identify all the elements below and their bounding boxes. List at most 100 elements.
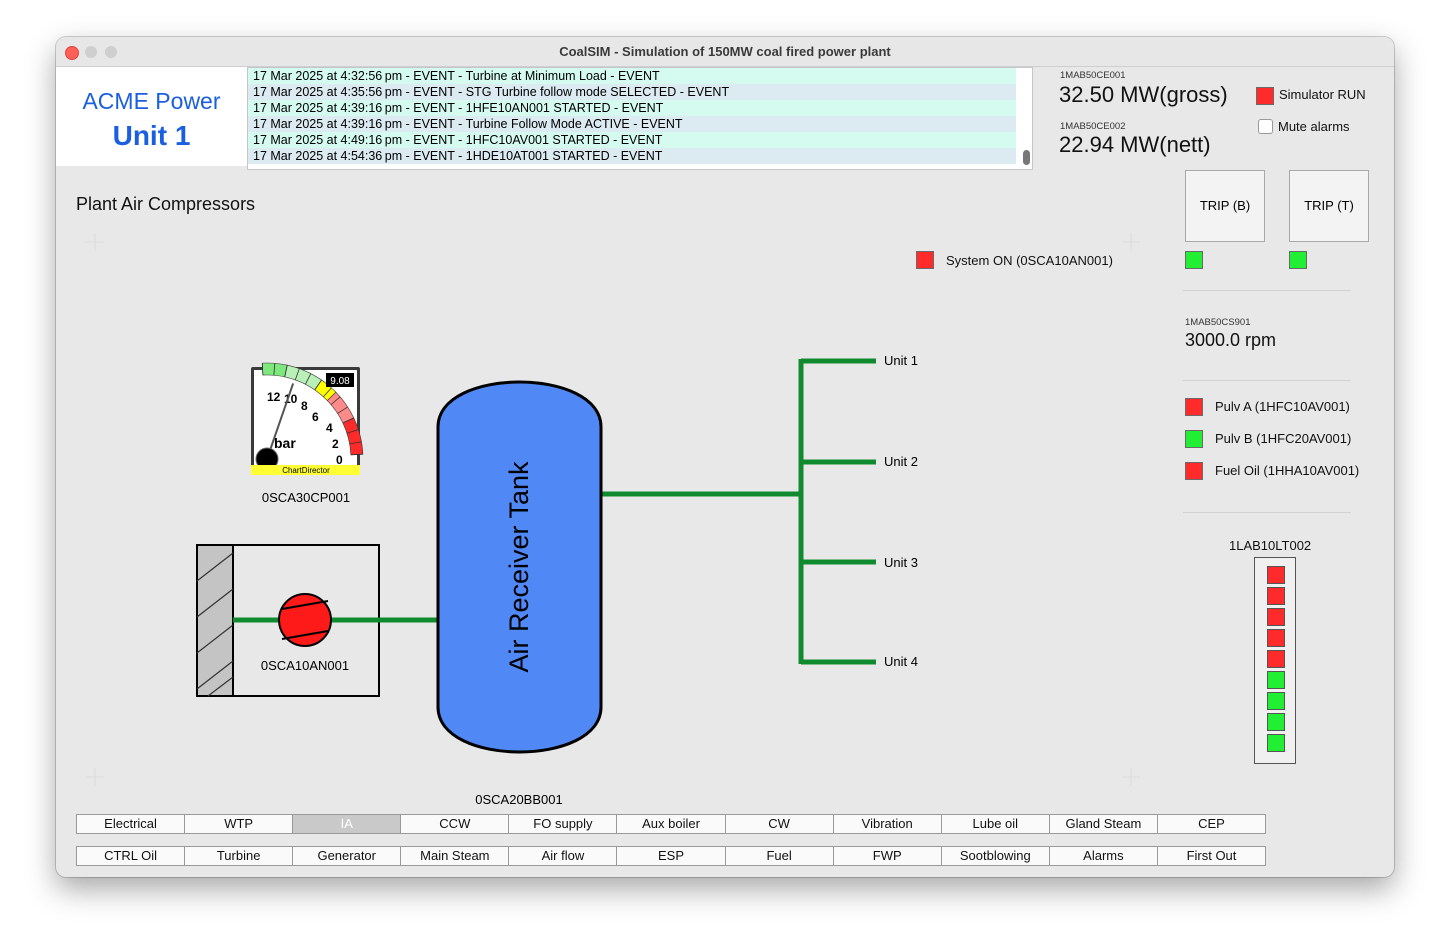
nav-cep-button[interactable]: CEP [1156, 814, 1267, 834]
close-window-button[interactable] [65, 46, 79, 60]
nav-fuel-button[interactable]: Fuel [724, 846, 834, 866]
pressure-gauge: 9.08 12 10 8 6 4 2 0 bar ChartDirector [251, 362, 364, 475]
compressor-motor-icon[interactable] [278, 593, 332, 647]
process-diagram: 0SCA10AN001 Air Receiver Tank 0SCA20BB00… [86, 233, 1140, 807]
gauge-watermark: ChartDirector [282, 466, 330, 475]
nav-air-flow-button[interactable]: Air flow [508, 846, 618, 866]
gauge-tick [261, 363, 264, 376]
fuel-oil-indicator[interactable] [1185, 462, 1203, 480]
unit-3-label: Unit 3 [884, 555, 918, 570]
gauge-tag: 0SCA30CP001 [262, 490, 350, 505]
nav-fwp-button[interactable]: FWP [832, 846, 942, 866]
trip-b-status-indicator [1185, 251, 1203, 269]
level-cell [1267, 566, 1285, 584]
nav-turbine-button[interactable]: Turbine [184, 846, 294, 866]
nav-electrical-button[interactable]: Electrical [76, 814, 186, 834]
gauge-readout-box [326, 373, 354, 387]
trip-t-button[interactable]: TRIP (T) [1289, 170, 1369, 242]
level-cell [1267, 734, 1285, 752]
level-cell [1267, 629, 1285, 647]
gauge-tick [337, 406, 348, 414]
gauge-label-2: 2 [332, 437, 339, 451]
nav-wtp-button[interactable]: WTP [184, 814, 294, 834]
nett-tag: 1MAB50CE002 [1060, 121, 1126, 132]
speed-tag: 1MAB50CS901 [1185, 317, 1251, 328]
log-entry: 17 Mar 2025 at 4:39:16 pm - EVENT - Turb… [253, 117, 683, 131]
fuel-oil-label: Fuel Oil (1HHA10AV001) [1215, 463, 1360, 478]
nav-first-out-button[interactable]: First Out [1156, 846, 1267, 866]
unit-4-label: Unit 4 [884, 654, 918, 669]
nav-esp-button[interactable]: ESP [616, 846, 726, 866]
pulv-b-indicator[interactable] [1185, 430, 1203, 448]
level-cell [1267, 713, 1285, 731]
gauge-tick [273, 363, 276, 376]
level-indicator [1254, 557, 1296, 764]
separator [1183, 380, 1351, 381]
level-cell [1267, 671, 1285, 689]
nav-fo-supply-button[interactable]: FO supply [508, 814, 618, 834]
nav-ccw-button[interactable]: CCW [400, 814, 510, 834]
nav-sootblowing-button[interactable]: Sootblowing [940, 846, 1050, 866]
trip-b-button[interactable]: TRIP (B) [1185, 170, 1265, 242]
simulator-run-indicator[interactable] [1256, 87, 1274, 105]
nav-vibration-button[interactable]: Vibration [832, 814, 942, 834]
separator [1183, 512, 1351, 513]
nav-alarms-button[interactable]: Alarms [1048, 846, 1158, 866]
mute-alarms-checkbox[interactable] [1258, 119, 1273, 134]
pulv-a-indicator[interactable] [1185, 398, 1203, 416]
nav-lube-oil-button[interactable]: Lube oil [940, 814, 1050, 834]
minimize-window-button[interactable] [85, 46, 97, 58]
brand-company: ACME Power [82, 88, 221, 114]
gauge-tick [346, 429, 359, 434]
window-title: CoalSIM - Simulation of 150MW coal fired… [559, 44, 891, 59]
air-receiver-tank[interactable] [436, 380, 603, 754]
level-cell [1267, 608, 1285, 626]
zoom-window-button[interactable] [105, 46, 117, 58]
gauge-label-12: 12 [267, 390, 281, 404]
gauge-label-4: 4 [326, 421, 333, 435]
section-title: Plant Air Compressors [76, 194, 256, 214]
gauge-tick [350, 453, 363, 456]
turbine-speed: 3000.0 rpm [1185, 330, 1277, 350]
system-on-indicator[interactable] [916, 251, 934, 269]
log-entry: 17 Mar 2025 at 4:39:16 pm - EVENT - 1HFE… [253, 101, 664, 115]
log-entry: 17 Mar 2025 at 4:35:56 pm - EVENT - STG … [253, 85, 730, 99]
gauge-tick [342, 417, 354, 424]
gauge-label-6: 6 [312, 410, 319, 424]
nav-gland-steam-button[interactable]: Gland Steam [1048, 814, 1158, 834]
gauge-readout: 9.08 [330, 376, 350, 387]
air-pipework [233, 358, 876, 665]
nav-cw-button[interactable]: CW [724, 814, 834, 834]
nett-output: 22.94 MW(nett) [1059, 132, 1211, 157]
level-cell [1267, 650, 1285, 668]
gauge-tick [330, 396, 341, 405]
gauge-watermark-bar [251, 465, 360, 475]
nav-ia-button[interactable]: IA [292, 814, 402, 834]
tank-tag: 0SCA20BB001 [475, 792, 562, 807]
simulator-run-label: Simulator RUN [1279, 87, 1366, 102]
nav-aux-boiler-button[interactable]: Aux boiler [616, 814, 726, 834]
system-on-label: System ON (0SCA10AN001) [946, 253, 1113, 268]
compressor-tag: 0SCA10AN001 [261, 658, 349, 673]
nav-generator-button[interactable]: Generator [292, 846, 402, 866]
level-cell [1267, 692, 1285, 710]
log-entry: 17 Mar 2025 at 4:54:36 pm - EVENT - 1HDE… [253, 149, 663, 163]
wall-hatch [196, 544, 234, 697]
log-entry: 17 Mar 2025 at 4:32:56 pm - EVENT - Turb… [253, 69, 660, 83]
pulv-b-label: Pulv B (1HFC20AV001) [1215, 431, 1352, 446]
nav-ctrl-oil-button[interactable]: CTRL Oil [76, 846, 186, 866]
nav-main-steam-button[interactable]: Main Steam [400, 846, 510, 866]
event-log[interactable]: 17 Mar 2025 at 4:32:56 pm - EVENT - Turb… [247, 67, 1033, 170]
level-tag: 1LAB10LT002 [1229, 538, 1312, 553]
gauge-needle [266, 383, 295, 460]
gauge-label-0: 0 [336, 453, 343, 467]
gauge-tick [349, 441, 362, 445]
pulv-a-label: Pulv A (1HFC10AV001) [1215, 399, 1350, 414]
brand-unit: Unit 1 [112, 120, 191, 151]
log-entry: 17 Mar 2025 at 4:49:16 pm - EVENT - 1HFC… [253, 133, 663, 147]
trip-t-status-indicator [1289, 251, 1307, 269]
gross-output: 32.50 MW(gross) [1059, 82, 1228, 107]
log-scrollbar[interactable] [1023, 150, 1030, 165]
